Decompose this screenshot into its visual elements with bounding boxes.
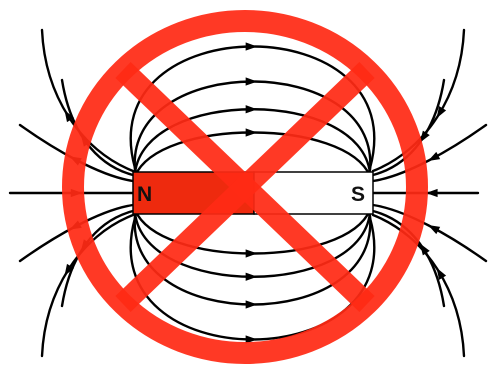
arrow-icon-4 xyxy=(246,77,258,85)
south-pole-label: S xyxy=(351,183,365,206)
arrow-icon-7 xyxy=(246,273,258,281)
field-line-south-lower-3 xyxy=(373,205,486,261)
field-line-south-upper-3 xyxy=(373,125,486,181)
arrow-icon-8 xyxy=(246,300,258,308)
arrow-icon-6 xyxy=(246,249,258,257)
north-pole-label: N xyxy=(137,183,152,206)
arrow-icon-2 xyxy=(246,128,258,136)
arrow-icon-3 xyxy=(246,105,258,113)
arrow-icon-18 xyxy=(428,152,440,161)
arrow-icon-21 xyxy=(428,225,440,234)
arrow-icon-5 xyxy=(246,42,258,50)
